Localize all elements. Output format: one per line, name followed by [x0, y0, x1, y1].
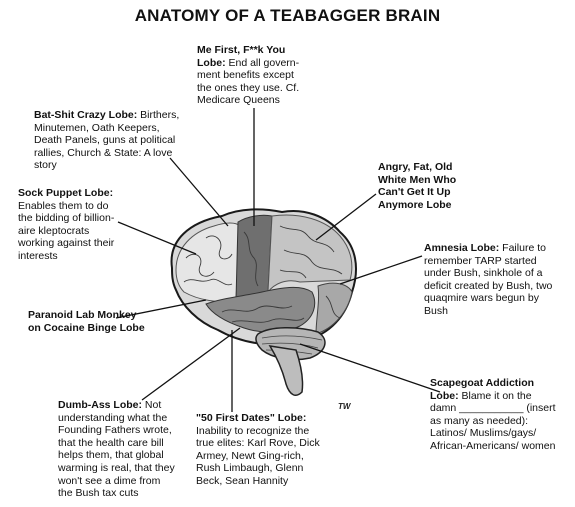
label-sock-puppet-lobe: Sock Puppet Lobe: Enables them to do the… [18, 187, 115, 262]
label-amnesia-lobe: Amnesia Lobe: Failure to remember TARP s… [424, 242, 553, 317]
leader-dumb [141, 327, 241, 401]
leader-bat-shit [169, 157, 229, 227]
occipital-lobe [315, 282, 353, 335]
label-fifty-first-dates-lobe: "50 First Dates" Lobe: Inability to reco… [196, 412, 320, 487]
leader-paranoid [115, 299, 207, 319]
label-angry-fat-old-lobe: Angry, Fat, Old White Men Who Can't Get … [378, 161, 457, 211]
parietal-lobe [267, 214, 353, 294]
brain-stem [268, 345, 304, 397]
leader-angry [315, 193, 377, 241]
leader-scapegoat [299, 343, 441, 393]
label-scapegoat-addiction-lobe: Scapegoat Addiction Lobe: Blame it on th… [430, 377, 556, 452]
diagram-title: ANATOMY OF A TEABAGGER BRAIN [134, 6, 441, 25]
label-paranoid-lab-monkey-lobe: Paranoid Lab Monkey on Cocaine Binge Lob… [28, 309, 145, 334]
leader-amnesia [339, 255, 423, 285]
label-me-first-lobe: Me First, F**k You Lobe: End all govern-… [197, 44, 300, 107]
label-bat-shit-crazy-lobe: Bat-Shit Crazy Lobe: Birthers, Minutemen… [34, 109, 180, 172]
leader-sock [117, 221, 197, 255]
temporal-lobe [205, 286, 316, 333]
artist-signature: TW [338, 402, 351, 411]
label-dumb-ass-lobe: Dumb-Ass Lobe: Not understanding what th… [58, 399, 175, 500]
central-band [235, 214, 273, 303]
